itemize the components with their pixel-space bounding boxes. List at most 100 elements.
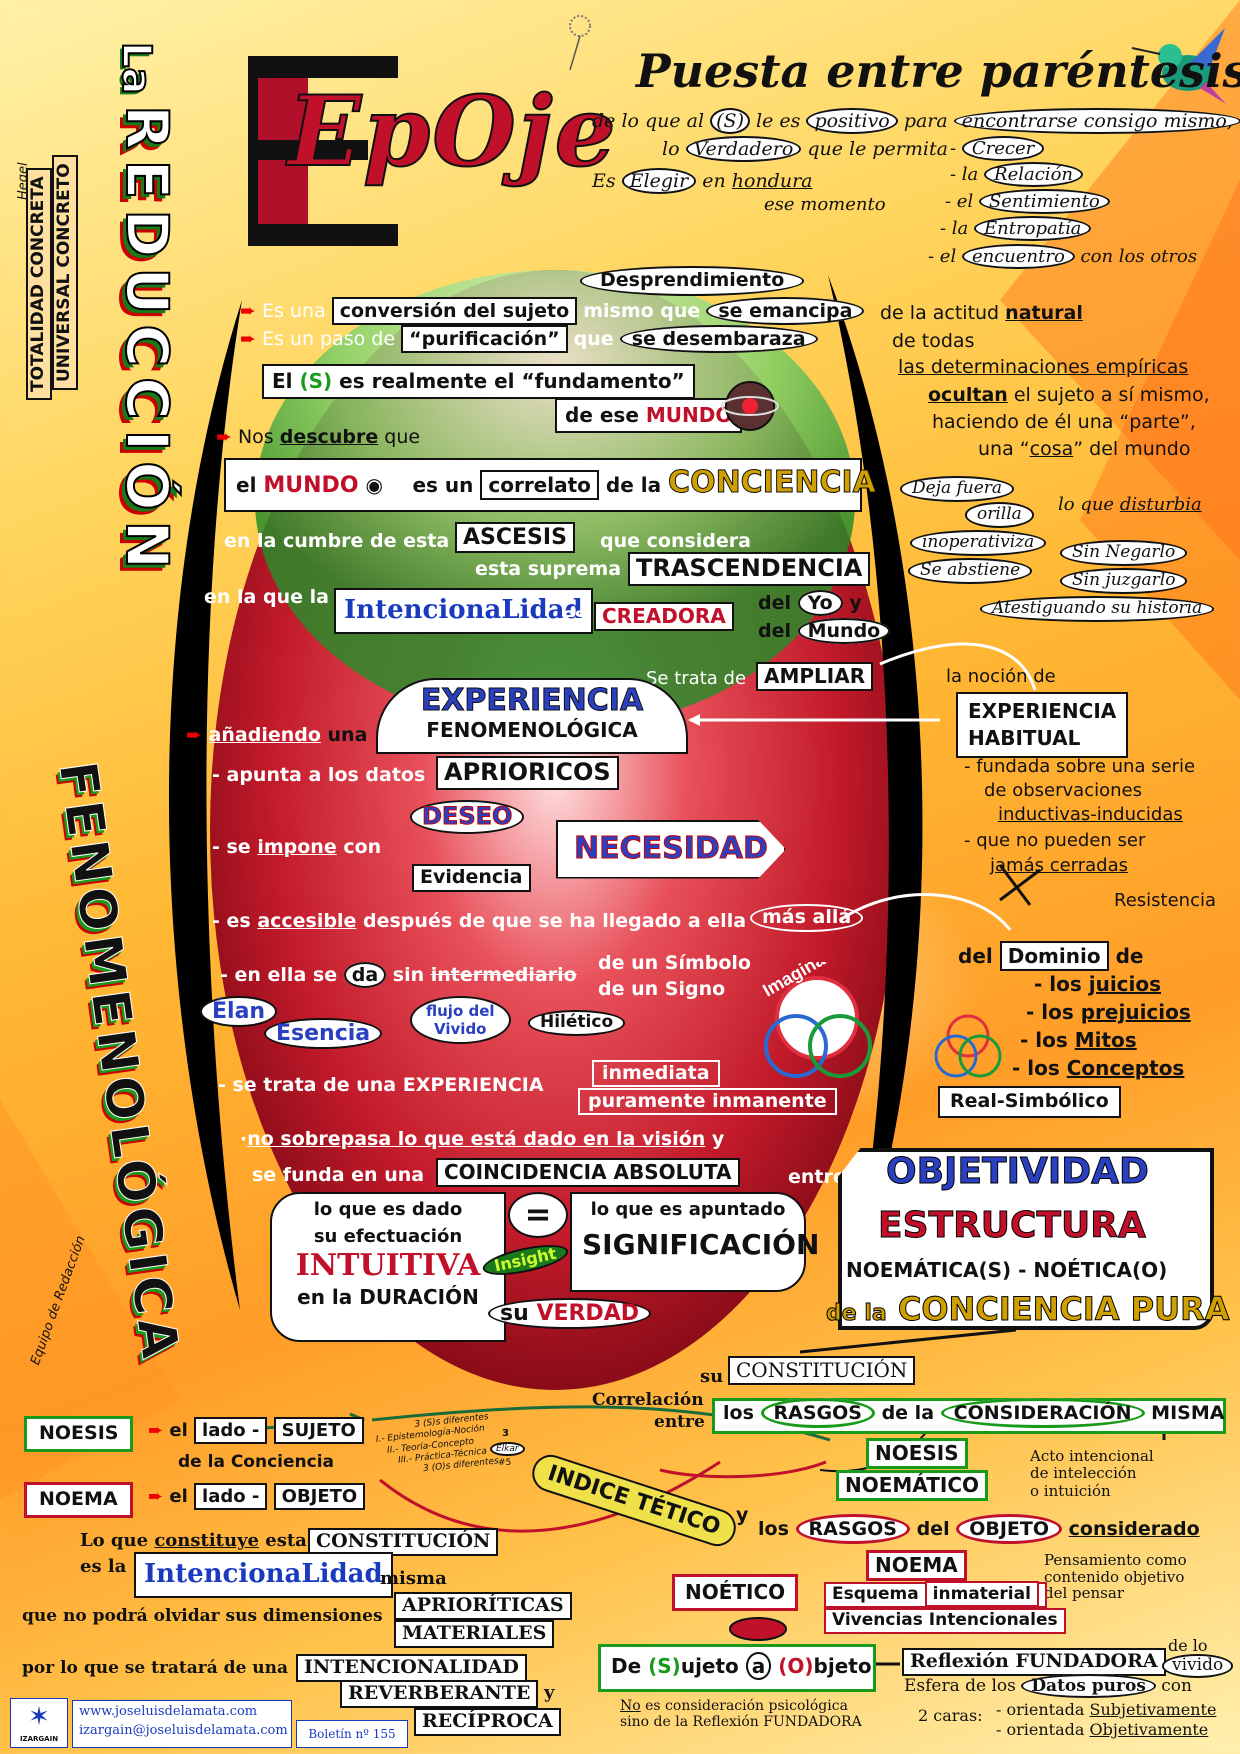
prejuicios-text: prejuicios (1080, 1000, 1191, 1024)
objeto-row: los RASGOS del OBJETO considerado (758, 1514, 1200, 1544)
verdad-text: VERDAD (536, 1301, 639, 1326)
subject-symbol: (S) (710, 108, 750, 134)
fenom-text: - se trata de una (218, 1074, 397, 1096)
acto-line: Acto intencional (1030, 1447, 1154, 1465)
encontrarse-oval: encontrarse consigo mismo, (953, 108, 1240, 134)
noolvidar-text: que no podrá olvidar sus dimensiones (22, 1606, 383, 1626)
objeto-left-row: ➨ el lado - OBJETO (148, 1483, 366, 1510)
no-text: No (620, 1698, 641, 1714)
descubre-text: el (236, 473, 257, 497)
descubre-row: ➨ Nos descubre que (216, 426, 420, 449)
website-link[interactable]: www.joseluisdelamata.com (79, 1704, 258, 1719)
impone-row: - se impone con (212, 836, 381, 859)
subjetivamente-text: Subjetivamente (1089, 1700, 1217, 1719)
reflexion-box: Reflexión FUNDADORA (902, 1648, 1166, 1676)
dash-text: - el (928, 246, 957, 267)
intro-text: en (702, 170, 726, 192)
lado-box: lado - (194, 1417, 268, 1444)
nosobrepasa-text: no sobrepasa lo que está dado en la visi… (247, 1128, 706, 1150)
fenom-text: y (711, 1128, 725, 1150)
jamas-text: jamás cerradas (990, 855, 1129, 876)
bottom-text: - orientada (996, 1700, 1085, 1719)
objeto-box: OBJETO (273, 1483, 366, 1510)
ascesis-box: ASCESIS (455, 522, 575, 554)
globe-icon (721, 381, 779, 431)
vivido-oval: vivido (1162, 1654, 1234, 1678)
crecer-oval: Crecer (961, 136, 1045, 161)
dominio-row: del Dominio de (958, 941, 1144, 971)
encuentro-oval: encuentro (961, 244, 1075, 269)
simbolo-text: de un Símbolo (598, 952, 751, 974)
rings-icon (934, 1014, 1002, 1078)
dominio-box: Dominio (999, 941, 1109, 971)
juicios-text: juicios (1088, 972, 1162, 996)
ese-momento-text: ese momento (764, 194, 886, 215)
de-todas-text: de todas (892, 330, 975, 352)
dominio-text: del (958, 944, 993, 968)
page-title: Puesta entre paréntesis (636, 44, 1240, 98)
subject-symbol: (S) (648, 1654, 681, 1678)
da-oval: da (343, 962, 387, 988)
mundo-oval: Mundo (797, 618, 891, 644)
dominio-text: - los (1034, 972, 1082, 996)
dominio-text: de (1115, 944, 1144, 968)
dash-text: - la (950, 164, 979, 185)
objeto-oval: OBJETO (956, 1514, 1062, 1544)
ocultan-row: ocultan el sujeto a sí mismo, (928, 384, 1210, 407)
bottom-text: los (723, 1402, 754, 1424)
trata-text: Se trata de (646, 668, 747, 689)
descubre-text: de la (605, 473, 662, 497)
natural-text: natural (1005, 302, 1083, 324)
noesis-left-box: NOESIS (24, 1416, 134, 1452)
es-text: es (562, 604, 587, 626)
enella-row: - en ella se da sin intermediario (220, 962, 577, 988)
misma2-text: misma (380, 1568, 447, 1589)
objetividad-text: OBJETIVIDAD (886, 1150, 1150, 1192)
intro-text: lo (662, 138, 680, 160)
acto-line: o intuición (1030, 1481, 1111, 1500)
hiletico-oval: Hilético (528, 1010, 626, 1036)
apuntado-box: lo que es apuntado SIGNIFICACIÓN (570, 1192, 819, 1292)
conv-text: El (272, 369, 293, 393)
entre-text: entre (654, 1412, 705, 1432)
vivido-text: Vivido (434, 1020, 487, 1038)
conv-text: Es un paso de (261, 328, 396, 350)
fenomenologica-word: FENOMENOLÓGICA (426, 717, 638, 742)
purificacion-box: “purificación” (401, 325, 568, 353)
ampliar-box: AMPLIAR (756, 662, 874, 691)
conv-text: que (573, 328, 614, 350)
elan-oval: Élan (200, 996, 278, 1028)
intuitiva-text: INTUITIVA (295, 1248, 481, 1284)
right-text: lo que (1058, 494, 1115, 515)
reverberante-box: REVERBERANTE (340, 1680, 539, 1708)
intro-line-1: de lo que al (S) le es positivo para enc… (592, 108, 1240, 134)
bottom-text: con (1161, 1676, 1192, 1696)
conv-text: el sujeto a sí mismo, (1013, 384, 1210, 406)
red-arrow-icon: ➨ (240, 328, 256, 350)
star-figure-icon: ✶ (28, 1702, 50, 1732)
observaciones-text: de observaciones (984, 780, 1142, 801)
juicios-row: - los juicios (1034, 972, 1161, 996)
desprendimiento-oval: Desprendimiento (580, 266, 805, 296)
dominio-text: - los (1020, 1028, 1068, 1052)
vivencias-box: Vivencias Intencionales (824, 1608, 1066, 1634)
coincidencia-box: COINCIDENCIA ABSOLUTA (436, 1158, 740, 1187)
misma-text: MISMA (1151, 1402, 1225, 1424)
red-arrow-icon: ➨ (186, 724, 202, 746)
bottom-text: bjeto (813, 1654, 872, 1678)
email-link[interactable]: izargain@joseluisdelamata.com (79, 1722, 288, 1738)
constitucion-box: CONSTITUCIÓN (728, 1356, 916, 1385)
intro-text: le es (756, 110, 801, 132)
esencia-oval: Esencia (264, 1018, 383, 1050)
consideracion-oval: CONSIDERACIÓN (940, 1398, 1145, 1428)
yo-oval: Yo (797, 590, 843, 616)
masalla-oval: más allá (750, 904, 864, 932)
intermediario-text: intermediario (430, 964, 577, 986)
juzgar-oval: Sin juzgarlo (1060, 568, 1188, 594)
a-oval: a (745, 1652, 772, 1680)
delo-text: de lo (1168, 1636, 1208, 1655)
real-simbolico-box: Real-Simbólico (938, 1086, 1121, 1118)
del-yo-row: del Yo y (758, 590, 862, 616)
esfera-row: Esfera de los Datos puros con (904, 1674, 1192, 1698)
